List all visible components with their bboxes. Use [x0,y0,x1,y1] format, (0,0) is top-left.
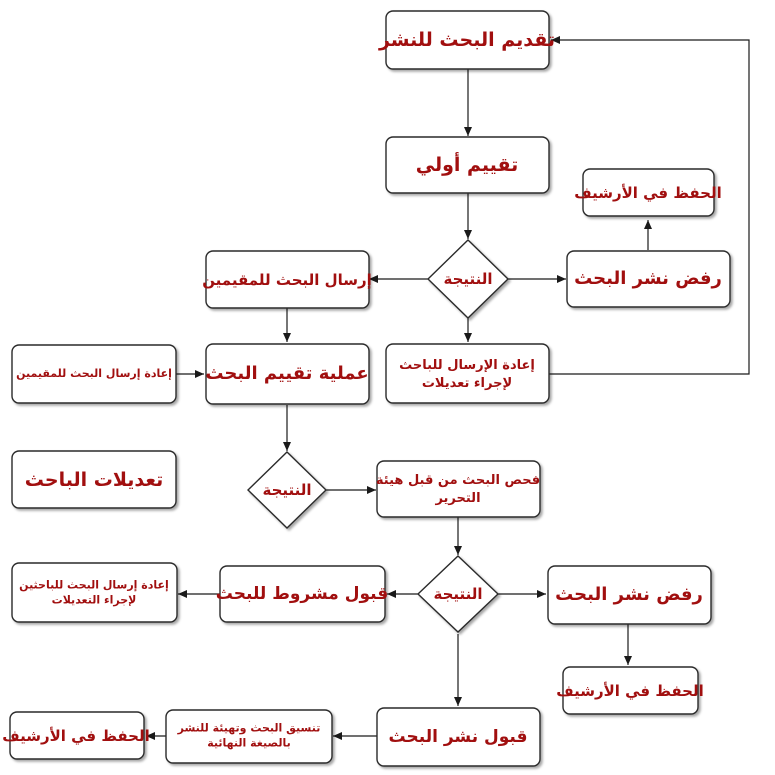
node-resend-to-authors-label-line-2: لإجراء التعديلات [52,593,137,606]
node-resend-to-author: إعادة الإرسال للباحث لإجراء تعديلات [385,343,550,404]
node-initial-review-label-line-1: تقييم أولي [416,152,519,176]
node-result-2-label-line-1: النتيجة [262,481,311,499]
node-send-to-reviewers-label: إرسال البحث للمقيمين [202,271,372,289]
node-conditional-accept-label: قبول مشروط للبحث [216,584,388,604]
node-reject-2-label-line-1: رفض نشر البحث [555,584,703,605]
node-reject-1-label-line-1: رفض نشر البحث [574,268,722,289]
node-initial-review-label: تقييم أولي [416,152,519,176]
node-format-final-label-line-1: تنسيق البحث وتهيئة للنشر [177,722,321,735]
node-editorial-check-label-line-1: فحص البحث من قبل هيئة [376,473,540,488]
node-author-edits: تعديلات الباحث [11,450,177,509]
node-result-2-label: النتيجة [262,481,311,499]
node-send-to-reviewers: إرسال البحث للمقيمين [202,250,372,309]
node-archive-1-label: الحفظ في الأرشيف [574,184,722,202]
node-result-1-label: النتيجة [443,270,492,288]
node-submit-label-line-1: تقديم البحث للنشر [378,29,555,51]
node-review-process-label: عملية تقييم البحث [205,363,368,384]
node-editorial-check-label-line-2: التحرير [434,490,480,505]
node-review-process: عملية تقييم البحث [205,343,370,405]
node-conditional-accept-label-line-1: قبول مشروط للبحث [216,584,388,604]
node-result-3-label: النتيجة [433,585,482,603]
node-archive-2-label-line-1: الحفظ في الأرشيف [556,682,704,700]
node-reject-2-label: رفض نشر البحث [555,584,703,605]
node-result-3: النتيجة [416,555,500,633]
node-accept: قبول نشر البحث [376,707,541,767]
node-editorial-check: فحص البحث من قبل هيئة التحرير [376,460,541,518]
node-initial-review: تقييم أولي [385,136,550,194]
node-resend-to-author-label-line-1: إعادة الإرسال للباحث [399,358,535,373]
node-resend-reviewers: إعادة إرسال البحث للمقيمين [11,344,177,404]
node-author-edits-label: تعديلات الباحث [25,469,163,491]
node-reject-2: رفض نشر البحث [547,565,712,625]
node-conditional-accept: قبول مشروط للبحث [216,565,388,623]
node-review-process-label-line-1: عملية تقييم البحث [205,363,368,384]
node-result-2: النتيجة [246,451,328,529]
node-format-final-label-line-2: بالصيغة النهائية [207,736,291,749]
node-result-1: النتيجة [426,239,510,319]
node-result-3-label-line-1: النتيجة [433,585,482,603]
node-send-to-reviewers-label-line-1: إرسال البحث للمقيمين [202,271,372,289]
node-resend-to-author-label-line-2: لإجراء تعديلات [422,375,512,390]
node-archive-3-label: الحفظ في الأرشيف [2,727,150,745]
node-archive-1-label-line-1: الحفظ في الأرشيف [574,184,722,202]
node-accept-label-line-1: قبول نشر البحث [389,727,528,747]
node-archive-2: الحفظ في الأرشيف [556,666,704,715]
node-editorial-check-label: فحص البحث من قبل هيئة التحرير [376,473,540,506]
node-resend-reviewers-label-line-1: إعادة إرسال البحث للمقيمين [16,367,172,380]
node-archive-3: الحفظ في الأرشيف [2,711,150,760]
node-author-edits-label-line-1: تعديلات الباحث [25,469,163,491]
node-submit-label: تقديم البحث للنشر [378,29,555,51]
node-accept-label: قبول نشر البحث [389,727,528,747]
node-resend-to-authors-label-line-1: إعادة إرسال البحث للباحثين [19,579,169,592]
edges [146,36,750,740]
node-submit: تقديم البحث للنشر [378,10,555,70]
node-reject-1-label: رفض نشر البحث [574,268,722,289]
node-resend-to-author-label: إعادة الإرسال للباحث لإجراء تعديلات [399,358,535,391]
node-archive-1: الحفظ في الأرشيف [574,168,722,217]
node-archive-3-label-line-1: الحفظ في الأرشيف [2,727,150,745]
node-resend-reviewers-label: إعادة إرسال البحث للمقيمين [16,367,172,380]
node-reject-1: رفض نشر البحث [566,250,731,308]
node-archive-2-label: الحفظ في الأرشيف [556,682,704,700]
node-result-1-label-line-1: النتيجة [443,270,492,288]
edge-resend-author-loop-to-submit [549,36,750,375]
